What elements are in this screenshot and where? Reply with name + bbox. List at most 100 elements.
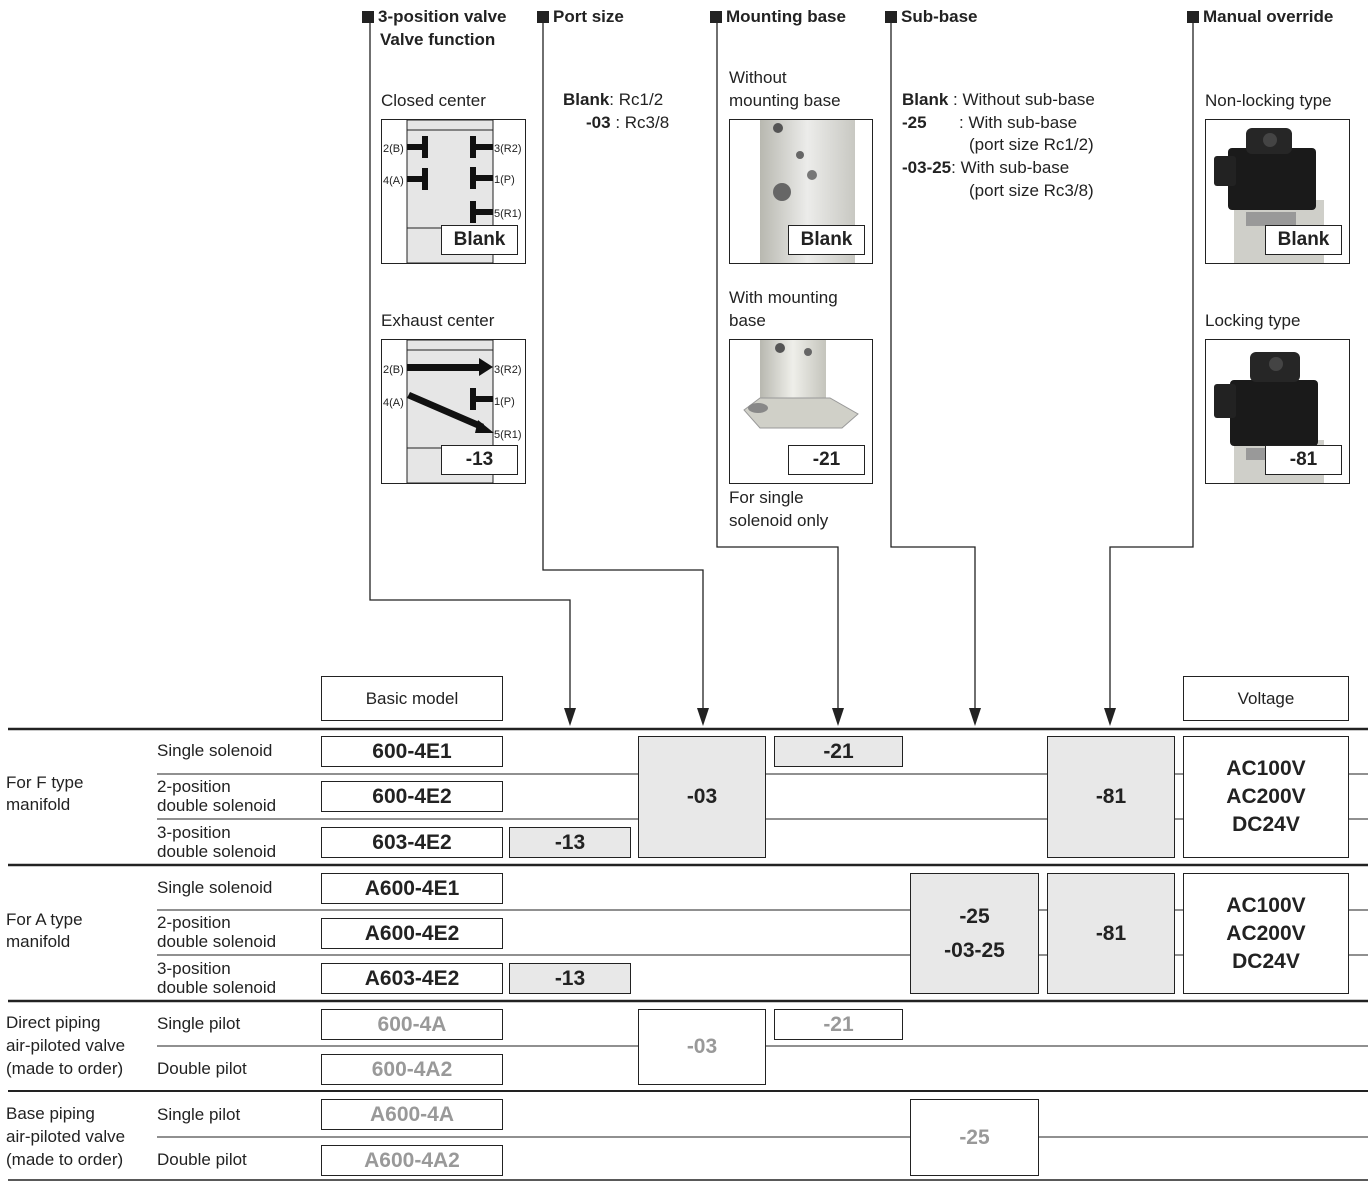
- header-valve-function-2: Valve function: [380, 30, 496, 49]
- option-value: -03-25: [944, 938, 1005, 962]
- header-label: Port size: [553, 7, 624, 26]
- with-mounting-code: -21: [788, 445, 865, 475]
- model-code: 600-4E2: [321, 781, 503, 812]
- closed-center-label: Closed center: [381, 91, 486, 110]
- non-locking-label: Non-locking type: [1205, 91, 1332, 110]
- row-line: 3-position: [157, 823, 231, 842]
- code-value: : Rc3/8: [615, 113, 670, 132]
- group-line: For A type: [6, 910, 83, 929]
- header-square-icon: [885, 11, 897, 23]
- port-size-03: -03 : Rc3/8: [586, 112, 669, 134]
- model-code: A600-4A2: [321, 1145, 503, 1176]
- option-cell: -13: [509, 963, 631, 994]
- row-label: Double pilot: [157, 1059, 247, 1078]
- option-cell: -21: [774, 1009, 903, 1040]
- non-locking-code: Blank: [1265, 225, 1342, 255]
- model-code: 600-4E1: [321, 736, 503, 767]
- row-line: double solenoid: [157, 932, 277, 951]
- port-label: 4(A): [383, 175, 404, 187]
- group-a-label: For A type manifold: [6, 909, 83, 953]
- group-line: (made to order): [6, 1059, 124, 1078]
- row-line: double solenoid: [157, 796, 277, 815]
- option-cell: -25 -03-25: [910, 873, 1039, 994]
- locking-label: Locking type: [1205, 311, 1301, 330]
- locking-code: -81: [1265, 445, 1342, 475]
- row-label: Single solenoid: [157, 878, 273, 897]
- header-manual-override: Manual override: [1187, 6, 1333, 28]
- mounting-note-2: solenoid only: [729, 511, 829, 530]
- sub-base-0325: -03-25: With sub-base: [902, 157, 1069, 179]
- port-label: 3(R2): [494, 364, 522, 376]
- without-mounting-code: Blank: [788, 225, 865, 255]
- row-line: double solenoid: [157, 842, 277, 861]
- code-key: -03-25: [902, 158, 952, 177]
- header-square-icon: [537, 11, 549, 23]
- option-cell: -81: [1047, 873, 1175, 994]
- with-mounting-label-2: base: [729, 311, 766, 330]
- locking-photo: [1205, 339, 1350, 484]
- header-square-icon: [710, 11, 722, 23]
- model-code: A600-4E1: [321, 873, 503, 904]
- header-label: Sub-base: [901, 7, 978, 26]
- model-code: 600-4A2: [321, 1054, 503, 1085]
- option-cell: -03: [638, 736, 766, 858]
- group-direct-label: Direct piping air-piloted valve (made to o…: [6, 1011, 125, 1080]
- group-line: air-piloted valve: [6, 1127, 126, 1146]
- option-cell: -21: [774, 736, 903, 767]
- exhaust-center-code: -13: [441, 445, 518, 475]
- code-value: : Rc1/2: [609, 90, 664, 109]
- voltage-value: AC200V: [1226, 785, 1306, 808]
- sub-base-25-value: : With sub-base: [959, 113, 1078, 132]
- port-label: 5(R1): [494, 208, 522, 220]
- header-label: 3-position valve: [378, 7, 507, 26]
- group-line: (made to order): [6, 1150, 124, 1169]
- header-square-icon: [362, 11, 374, 23]
- port-label: 3(R2): [494, 143, 522, 155]
- group-line: Direct piping: [6, 1013, 101, 1032]
- code-key: Blank: [563, 90, 610, 109]
- header-label: Mounting base: [726, 7, 846, 26]
- mounting-base-icon: [743, 340, 859, 429]
- mounting-note-1: For single: [729, 488, 804, 507]
- port-label: 5(R1): [494, 429, 522, 441]
- voltage-value: DC24V: [1232, 949, 1300, 973]
- row-line: double solenoid: [157, 978, 277, 997]
- option-cell: -25: [910, 1099, 1039, 1176]
- exhaust-center-label: Exhaust center: [381, 311, 495, 330]
- group-line: manifold: [6, 932, 71, 951]
- header-label: Manual override: [1203, 7, 1334, 26]
- code-value: : With sub-base: [951, 158, 1070, 177]
- with-mounting-label-1: With mounting: [729, 288, 838, 307]
- group-line: air-piloted valve: [6, 1036, 126, 1055]
- option-value: -25: [959, 904, 990, 928]
- row-label: Single pilot: [157, 1014, 241, 1033]
- voltage-value: AC200V: [1226, 921, 1306, 945]
- model-code: A600-4A: [321, 1099, 503, 1130]
- group-line: For F type: [6, 773, 84, 792]
- row-label: Single solenoid: [157, 741, 273, 760]
- model-code: 603-4E2: [321, 827, 503, 858]
- sub-base-0325-note: (port size Rc3/8): [969, 181, 1094, 200]
- option-cell: -13: [509, 827, 631, 858]
- code-value: : Without sub-base: [953, 90, 1095, 109]
- header-port-size: Port size: [537, 6, 624, 28]
- header-square-icon: [1187, 11, 1199, 23]
- sub-base-25-note: (port size Rc1/2): [969, 135, 1094, 154]
- option-cell: -81: [1047, 736, 1175, 858]
- voltage-header: Voltage: [1183, 676, 1349, 721]
- row-line: 2-position: [157, 913, 231, 932]
- row-line: 2-position: [157, 777, 231, 796]
- option-cell: -03: [638, 1009, 766, 1085]
- basic-model-header: Basic model: [321, 676, 503, 721]
- closed-center-code: Blank: [441, 225, 518, 255]
- row-line: 3-position: [157, 959, 231, 978]
- code-key: -03: [586, 113, 611, 132]
- port-label: 2(B): [383, 143, 404, 155]
